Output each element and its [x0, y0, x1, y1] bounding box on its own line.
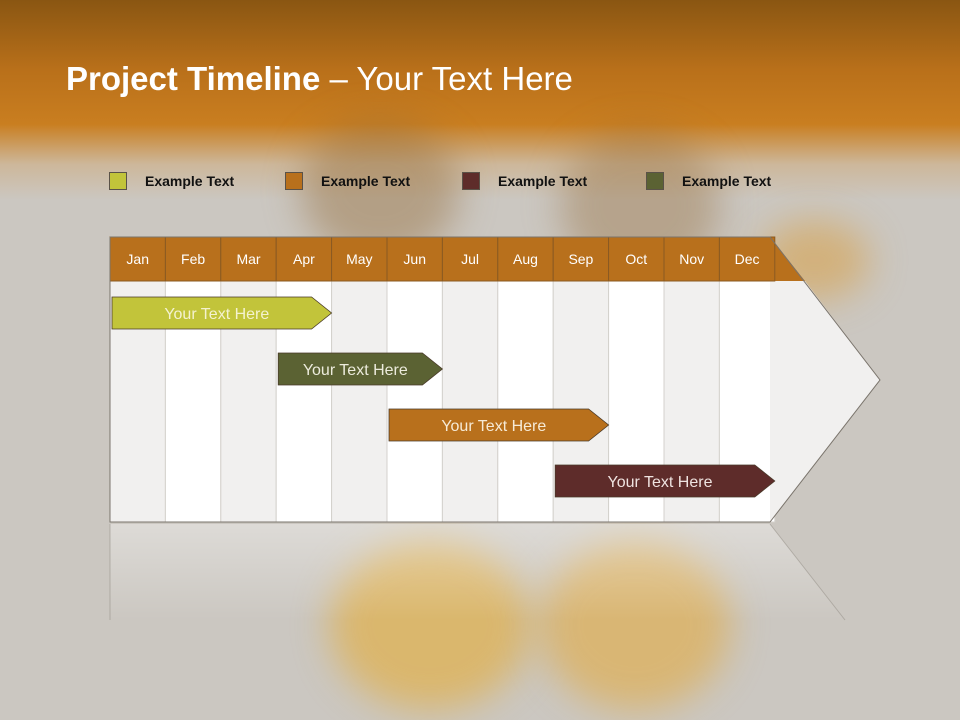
- month-column: [386, 280, 443, 523]
- month-label: Sep: [568, 251, 593, 267]
- timeline-outline: [109, 236, 881, 523]
- month-header-cell: [608, 236, 665, 282]
- legend-label: Example Text: [682, 173, 772, 189]
- reflection-edge: [769, 523, 846, 621]
- legend-item-1: Example Text: [109, 170, 234, 192]
- month-label: Dec: [735, 251, 760, 267]
- month-header-cell: [663, 236, 720, 282]
- legend-swatch: [462, 172, 480, 190]
- month-column: [497, 280, 554, 523]
- timeline-reflection: [110, 524, 845, 620]
- task-label: Your Text Here: [303, 362, 408, 379]
- task-label: Your Text Here: [608, 474, 713, 491]
- month-header-cell: [497, 236, 554, 282]
- legend-swatch: [109, 172, 127, 190]
- legend-swatch: [285, 172, 303, 190]
- legend-item-4: Example Text: [646, 170, 771, 192]
- month-header-cell: [552, 236, 610, 282]
- title-main: Project Timeline: [66, 60, 321, 97]
- month-header-cell: [718, 236, 776, 282]
- month-label: Feb: [181, 251, 205, 267]
- month-label: Jun: [403, 251, 426, 267]
- month-label: Jan: [126, 251, 149, 267]
- task-label: Your Text Here: [164, 306, 269, 323]
- title-sub: – Your Text Here: [329, 60, 573, 97]
- month-header-cell: [164, 236, 222, 282]
- page-title: Project Timeline – Your Text Here: [66, 60, 573, 98]
- month-label: Nov: [679, 251, 704, 267]
- month-label: Mar: [236, 251, 260, 267]
- month-header-cell: [441, 236, 499, 282]
- month-column: [331, 280, 388, 523]
- month-header-cell: [386, 236, 443, 282]
- task-label: Your Text Here: [441, 418, 546, 435]
- task-bar[interactable]: [388, 408, 610, 442]
- month-label: Oct: [625, 251, 647, 267]
- legend-label: Example Text: [498, 173, 588, 189]
- legend-label: Example Text: [321, 173, 411, 189]
- legend-item-2: Example Text: [285, 170, 410, 192]
- task-bar[interactable]: [111, 296, 333, 330]
- task-bar[interactable]: [554, 464, 776, 498]
- legend-swatch: [646, 172, 664, 190]
- month-header-cell: [220, 236, 277, 282]
- month-column: [441, 280, 499, 523]
- header-band: [0, 0, 960, 200]
- timeline-arrow-head: [770, 281, 880, 522]
- month-label: May: [346, 251, 372, 267]
- task-bar[interactable]: [277, 352, 444, 386]
- month-header-cell: [109, 236, 166, 282]
- month-label: Aug: [513, 251, 538, 267]
- legend-item-3: Example Text: [462, 170, 587, 192]
- month-label: Jul: [461, 251, 479, 267]
- legend-label: Example Text: [145, 173, 235, 189]
- month-label: Apr: [293, 251, 315, 267]
